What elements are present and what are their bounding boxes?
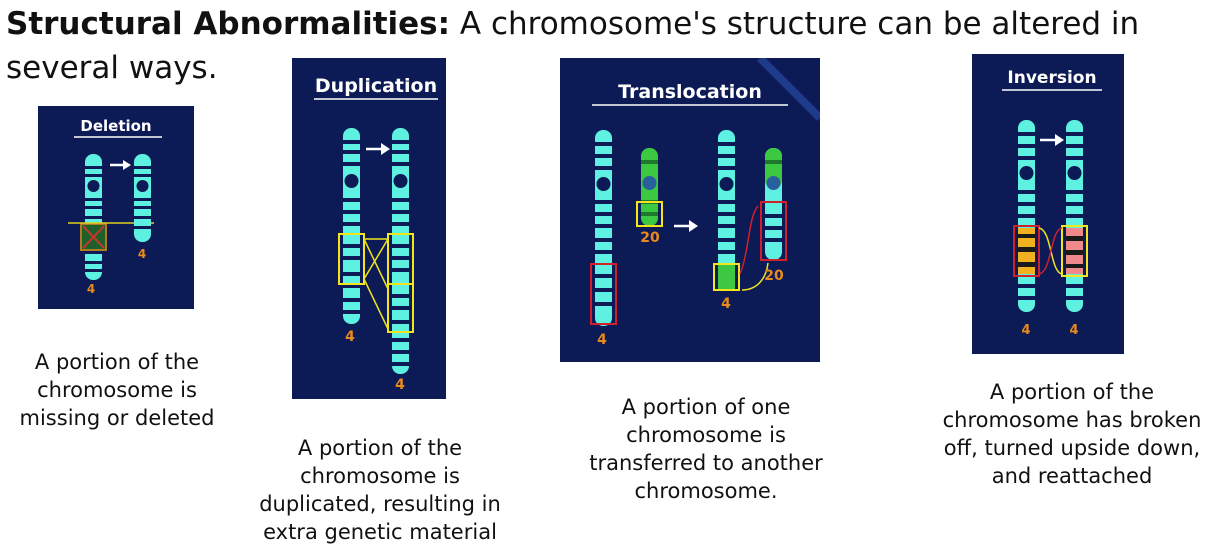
right-arrow-icon <box>110 160 131 170</box>
inversion-panel: Inversion <box>972 54 1124 354</box>
duplication-panel: Duplication <box>292 58 446 399</box>
heading-rest: A chromosome's structure can be altered … <box>6 6 1140 86</box>
deletion-chromosome-original <box>80 154 107 280</box>
duplication-title: Duplication <box>315 75 437 97</box>
duplication-label-result: 4 <box>395 377 405 393</box>
deletion-caption: A portion of the chromosome is missing o… <box>19 350 215 430</box>
translocation-chromosome-20-result <box>760 148 787 261</box>
duplication-chromosome-original <box>338 128 365 324</box>
duplication-chromosome-result <box>387 128 414 374</box>
translocation-chromosome-4-result <box>713 130 740 291</box>
deletion-label-original: 4 <box>87 282 95 296</box>
duplication-figure: Duplication <box>314 75 438 393</box>
translocation-label-20-result: 20 <box>764 268 784 284</box>
heading-bold: Structural Abnormalities: <box>6 6 451 42</box>
deletion-figure: Deletion 4 4 <box>68 117 162 296</box>
inversion-chromosome-result <box>1061 120 1088 312</box>
right-arrow-icon <box>366 143 390 155</box>
x-mark-icon <box>82 225 105 249</box>
translocation-label-4-original: 4 <box>597 332 607 348</box>
curved-arrow-icon <box>1038 227 1063 275</box>
translocation-caption: A portion of one chromosome is transferr… <box>589 395 823 503</box>
translocation-label-20-original: 20 <box>640 230 660 246</box>
translocation-panel: Translocation <box>560 58 820 362</box>
right-arrow-icon <box>674 220 698 232</box>
inversion-title: Inversion <box>1007 68 1096 88</box>
inversion-figure: Inversion <box>1002 68 1102 338</box>
inversion-label-original: 4 <box>1021 323 1030 338</box>
duplication-label-original: 4 <box>345 329 355 345</box>
deletion-chromosome-result <box>134 154 151 242</box>
right-arrow-icon <box>1040 134 1064 146</box>
inversion-caption: A portion of the chromosome has broken o… <box>942 380 1202 488</box>
inversion-chromosome-original <box>1013 120 1040 312</box>
translocation-label-4-result: 4 <box>721 296 731 312</box>
deletion-label-result: 4 <box>138 247 146 261</box>
translocation-chromosome-4-original <box>590 130 617 326</box>
translocation-title: Translocation <box>618 81 762 103</box>
curved-arrow-icon <box>741 262 769 291</box>
duplication-caption: A portion of the chromosome is duplicate… <box>259 436 501 544</box>
translocation-figure: Translocation <box>590 58 820 348</box>
inversion-label-result: 4 <box>1069 323 1078 338</box>
curved-arrow-icon <box>739 205 759 275</box>
page-title: Structural Abnormalities: A chromosome's… <box>6 2 1216 90</box>
deletion-title: Deletion <box>80 117 151 135</box>
translocation-chromosome-20-original <box>636 148 663 227</box>
deletion-panel: Deletion 4 4 <box>38 106 194 309</box>
